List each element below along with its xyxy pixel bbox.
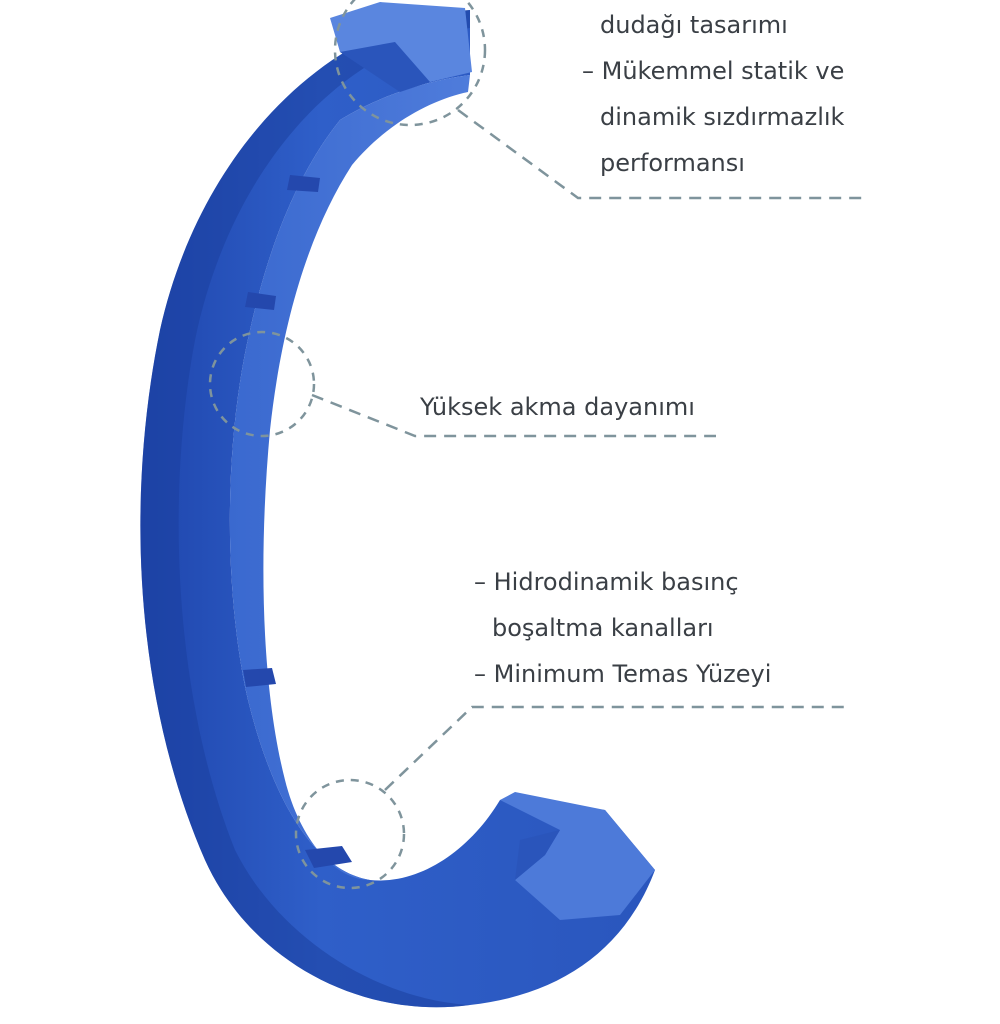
seal-cross-section-bottom [500, 792, 655, 920]
seal-ring-body [140, 10, 656, 1008]
seal-channels [243, 175, 352, 868]
callout-bottom-line-1: – Hidrodinamik basınç [474, 568, 739, 596]
callout-label-middle: Yüksek akma dayanımı [420, 384, 695, 430]
callout-bottom-line-3: – Minimum Temas Yüzeyi [474, 660, 772, 688]
seal-cross-section-top-groove [340, 42, 430, 92]
seal-cross-section-bottom-groove [515, 830, 560, 880]
callout-top-line-1: dudağı tasarımı [600, 11, 788, 39]
callout-circle-middle [208, 330, 316, 438]
callout-markers [208, 0, 487, 890]
callout-leaders [311, 108, 868, 791]
leader-bottom [384, 705, 850, 791]
callout-label-bottom: – Hidrodinamik basınç boşaltma kanalları… [474, 559, 771, 697]
callout-top-line-4: performansı [600, 149, 745, 177]
callout-circle-top [333, 0, 487, 127]
callout-middle-line-1: Yüksek akma dayanımı [420, 393, 695, 421]
callout-top-line-3: dinamik sızdırmazlık [600, 103, 845, 131]
seal-inner-lip [229, 75, 470, 880]
leader-top [457, 108, 868, 200]
callout-circle-bottom [294, 778, 406, 890]
callout-label-top: dudağı tasarımı – Mükemmel statik ve din… [582, 2, 844, 186]
seal-cross-section-top [330, 2, 472, 82]
callout-top-line-2: – Mükemmel statik ve [582, 57, 845, 85]
leader-middle [311, 393, 716, 438]
callout-bottom-line-2: boşaltma kanalları [492, 614, 714, 642]
